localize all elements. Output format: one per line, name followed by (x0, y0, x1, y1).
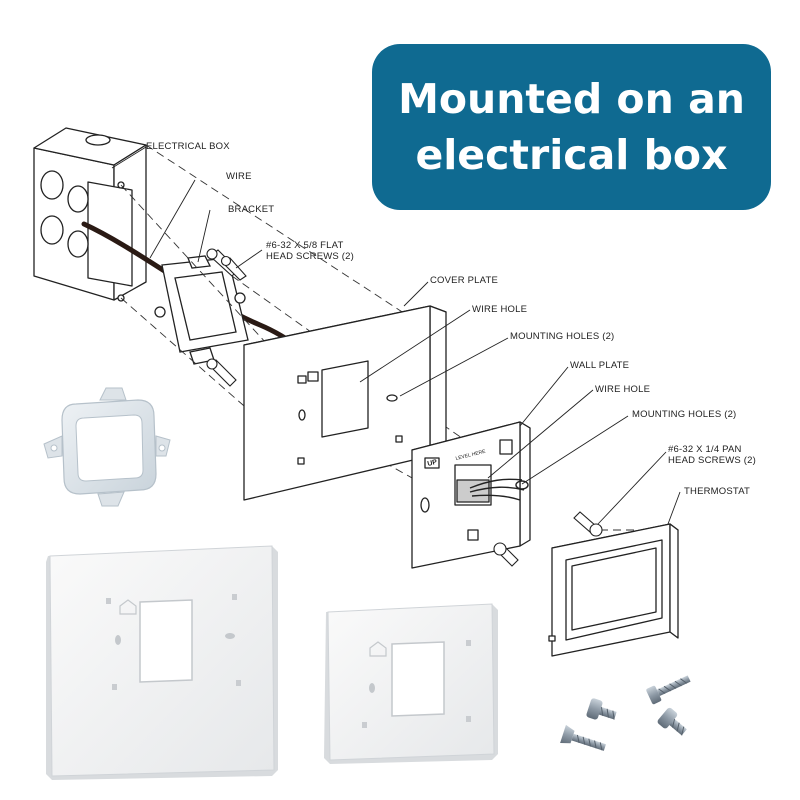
label-electrical-box: ELECTRICAL BOX (146, 141, 230, 152)
label-cover-mounting-holes: MOUNTING HOLES (2) (510, 331, 615, 342)
label-wire: WIRE (226, 171, 252, 182)
terminal-wires (469, 478, 529, 501)
label-thermostat: THERMOSTAT (684, 486, 751, 497)
label-wall-wire-hole: WIRE HOLE (595, 384, 651, 395)
label-pan-head-screws-line-1: #6-32 X 1/4 PAN (668, 444, 742, 455)
small-wall-plate-photo (324, 603, 498, 764)
label-wall-mounting-holes: MOUNTING HOLES (2) (632, 409, 737, 420)
electrical-box (33, 127, 147, 302)
screws-photo (560, 675, 691, 751)
label-pan-head-screws-line-2: HEAD SCREWS (2) (668, 455, 756, 466)
label-cover-plate: COVER PLATE (430, 275, 499, 286)
pan-head-screws (493, 511, 603, 567)
label-flat-head-screws: #6-32 X 5/8 FLAT HEAD SCREWS (2) (266, 240, 354, 262)
leader-lines (111, 146, 681, 525)
label-bracket: BRACKET (228, 204, 275, 215)
label-wall-plate: WALL PLATE (570, 360, 630, 371)
flat-head-screws (206, 248, 247, 387)
label-cover-wire-hole: WIRE HOLE (472, 304, 528, 315)
large-cover-plate-photo (46, 545, 278, 780)
label-pan-head-screws: #6-32 X 1/4 PAN HEAD SCREWS (2) (668, 444, 756, 466)
title-banner: Mounted on an electrical box (372, 44, 771, 210)
bracket-photo (43, 387, 171, 507)
wall-plate-up-mark: UP (427, 459, 438, 468)
title-line-1: Mounted on an (398, 75, 745, 123)
label-flat-head-screws-line-2: HEAD SCREWS (2) (266, 251, 354, 262)
title-line-2: electrical box (415, 131, 728, 179)
bracket (154, 255, 249, 365)
label-flat-head-screws-line-1: #6-32 X 5/8 FLAT (266, 240, 344, 251)
wall-plate (411, 421, 531, 569)
thermostat (548, 523, 679, 657)
